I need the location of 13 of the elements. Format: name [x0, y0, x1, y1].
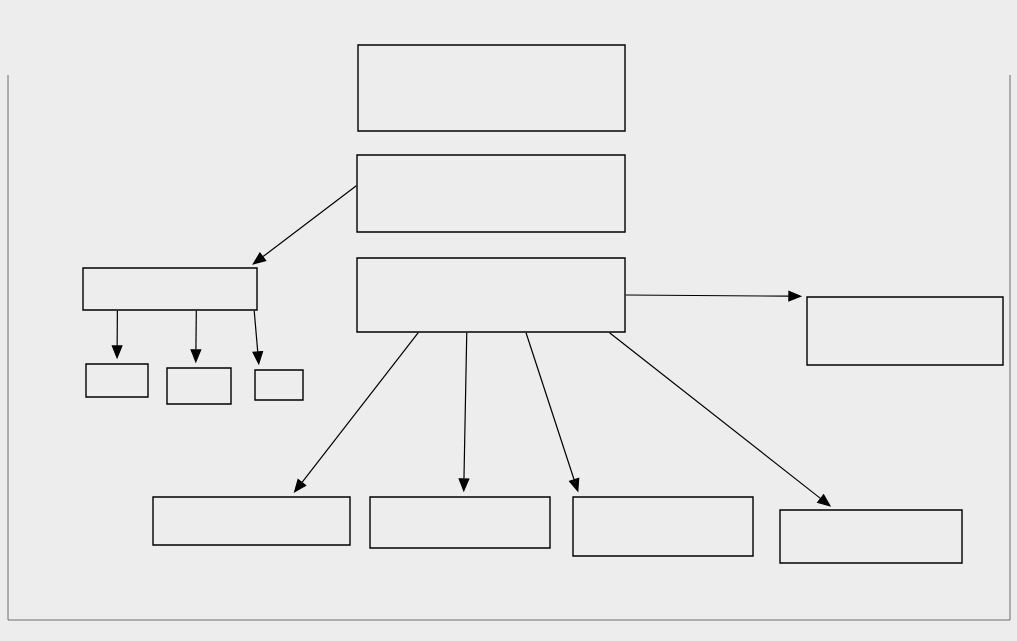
- arrow: [252, 185, 357, 265]
- empty-box: [254, 369, 304, 401]
- empty-box: [82, 267, 258, 311]
- empty-box: [806, 296, 1004, 366]
- empty-box: [152, 496, 351, 546]
- empty-box: [369, 496, 551, 549]
- empty-box: [356, 257, 626, 333]
- empty-box: [166, 367, 232, 405]
- empty-box: [357, 44, 626, 132]
- empty-box: [779, 509, 963, 564]
- empty-box: [356, 154, 626, 233]
- empty-box: [572, 496, 754, 557]
- empty-box: [85, 363, 149, 398]
